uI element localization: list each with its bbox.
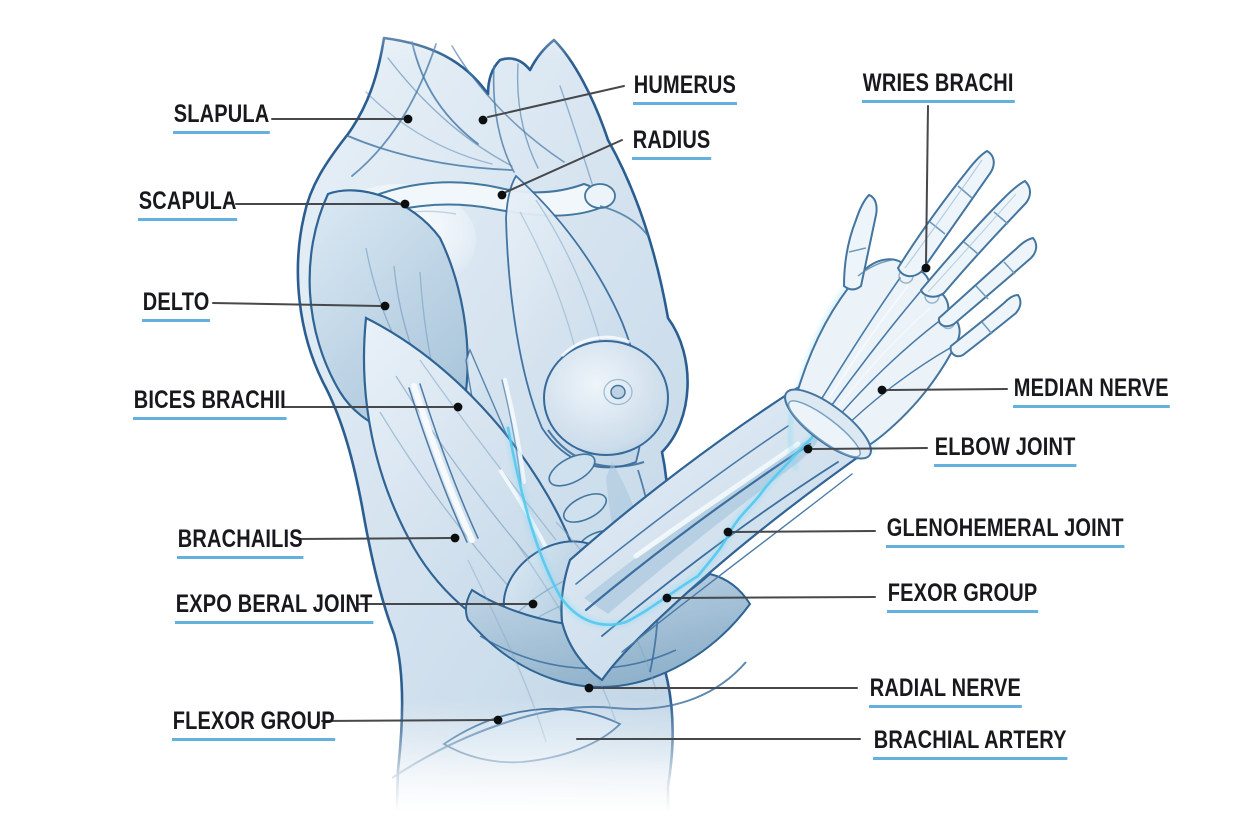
figure-shape [819, 285, 909, 413]
label-dot-expo-beral-joint [528, 599, 538, 609]
leader-line-median-nerve [886, 388, 1008, 391]
label-dot-radius [497, 190, 507, 200]
figure-shape [395, 375, 537, 567]
label-dot-radial-nerve [584, 683, 594, 693]
label-dot-humerus [478, 115, 488, 125]
bottom-fade [0, 698, 1248, 832]
figure-shape [831, 321, 939, 425]
figure-shape [981, 321, 993, 335]
label-dot-delto [380, 301, 390, 311]
figure-shape [633, 441, 801, 559]
figure-shape [823, 291, 921, 417]
figure-shape [787, 400, 861, 458]
figure-shape [379, 411, 511, 589]
figure-shape [621, 473, 853, 653]
figure-shape [387, 57, 513, 167]
label-dot-flexor-group [493, 715, 503, 725]
figure-shape [519, 211, 577, 353]
leader-line-glenohemeral-joint [732, 530, 876, 533]
top-fade [300, 0, 700, 62]
figure-shape [584, 442, 812, 612]
figure-shape [601, 461, 839, 637]
figure-shape [503, 378, 526, 484]
figure-shape [603, 378, 633, 406]
figure-shape [516, 63, 539, 169]
figure-shape [575, 425, 789, 585]
figure-shape [562, 493, 608, 523]
figure-shape [929, 185, 973, 235]
figure-shape [548, 453, 596, 487]
figure-shape [492, 65, 515, 173]
neck-muscle-lines [347, 41, 597, 197]
figure-shape [904, 159, 983, 269]
figure-shape [937, 236, 1038, 328]
figure-shape [815, 277, 901, 409]
figure-shape [975, 261, 1016, 300]
label-dot-fexor-group [662, 593, 672, 603]
label-dot-median-nerve [877, 385, 887, 395]
figure-shape [599, 205, 649, 237]
figure-shape [379, 359, 557, 589]
figure-shape [848, 247, 867, 253]
figure-shape [927, 193, 1017, 293]
label-dot-bices-brachii [453, 402, 463, 412]
label-dot-slapula [403, 114, 413, 124]
leader-line-brachailis [296, 537, 451, 540]
leader-line-humerus [487, 85, 625, 118]
figure-shape [408, 387, 468, 543]
figure-shape [347, 135, 513, 171]
label-dot-glenohemeral-joint [723, 527, 733, 537]
leader-line-delto [212, 302, 381, 307]
figure-shape [519, 199, 601, 353]
figure-shape [842, 193, 878, 291]
leader-line-elbow-joint [812, 447, 928, 450]
leader-line-wries-brachi [925, 105, 929, 264]
leader-line-flexor-group [321, 719, 494, 722]
figure-shape [365, 91, 493, 165]
hand-skeleton [796, 149, 1038, 454]
figure-shape [584, 436, 820, 614]
figure-shape [584, 183, 616, 209]
figure-shape [963, 211, 1009, 255]
label-dot-scapula [400, 199, 410, 209]
leader-line-fexor-group [671, 596, 876, 599]
figure-shape [411, 383, 475, 543]
figure-shape [535, 199, 601, 341]
leader-line-radius [505, 139, 623, 193]
label-dot-brachailis [450, 533, 460, 543]
label-dot-elbow-joint [803, 444, 813, 454]
figure-shape [575, 425, 853, 653]
figure-shape [815, 277, 951, 433]
muscle-separation-slivers [408, 378, 526, 543]
figure-shape [610, 384, 626, 400]
figure-shape [419, 359, 557, 541]
label-dot-wries-brachi [921, 263, 931, 273]
figure-shape [559, 85, 597, 197]
figure-shape [857, 259, 893, 277]
figure-shape [560, 335, 631, 358]
figure-shape [419, 383, 479, 539]
figure-shape [827, 307, 931, 421]
breast [543, 335, 669, 468]
wrist-band [784, 388, 872, 460]
